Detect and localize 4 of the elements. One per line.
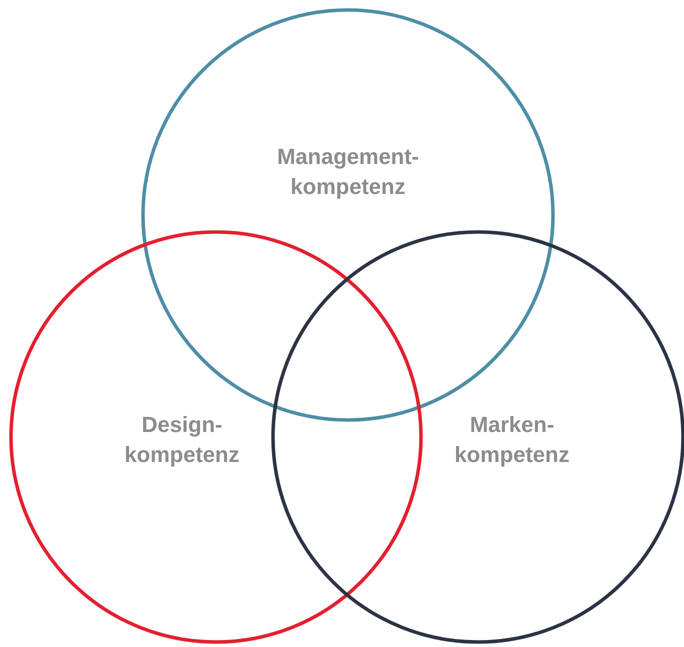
venn-circle [9,230,423,644]
circle-label: Design- kompetenz [124,411,240,469]
circle-label: Management- kompetenz [276,143,420,201]
circle-label: Marken- kompetenz [454,411,570,469]
